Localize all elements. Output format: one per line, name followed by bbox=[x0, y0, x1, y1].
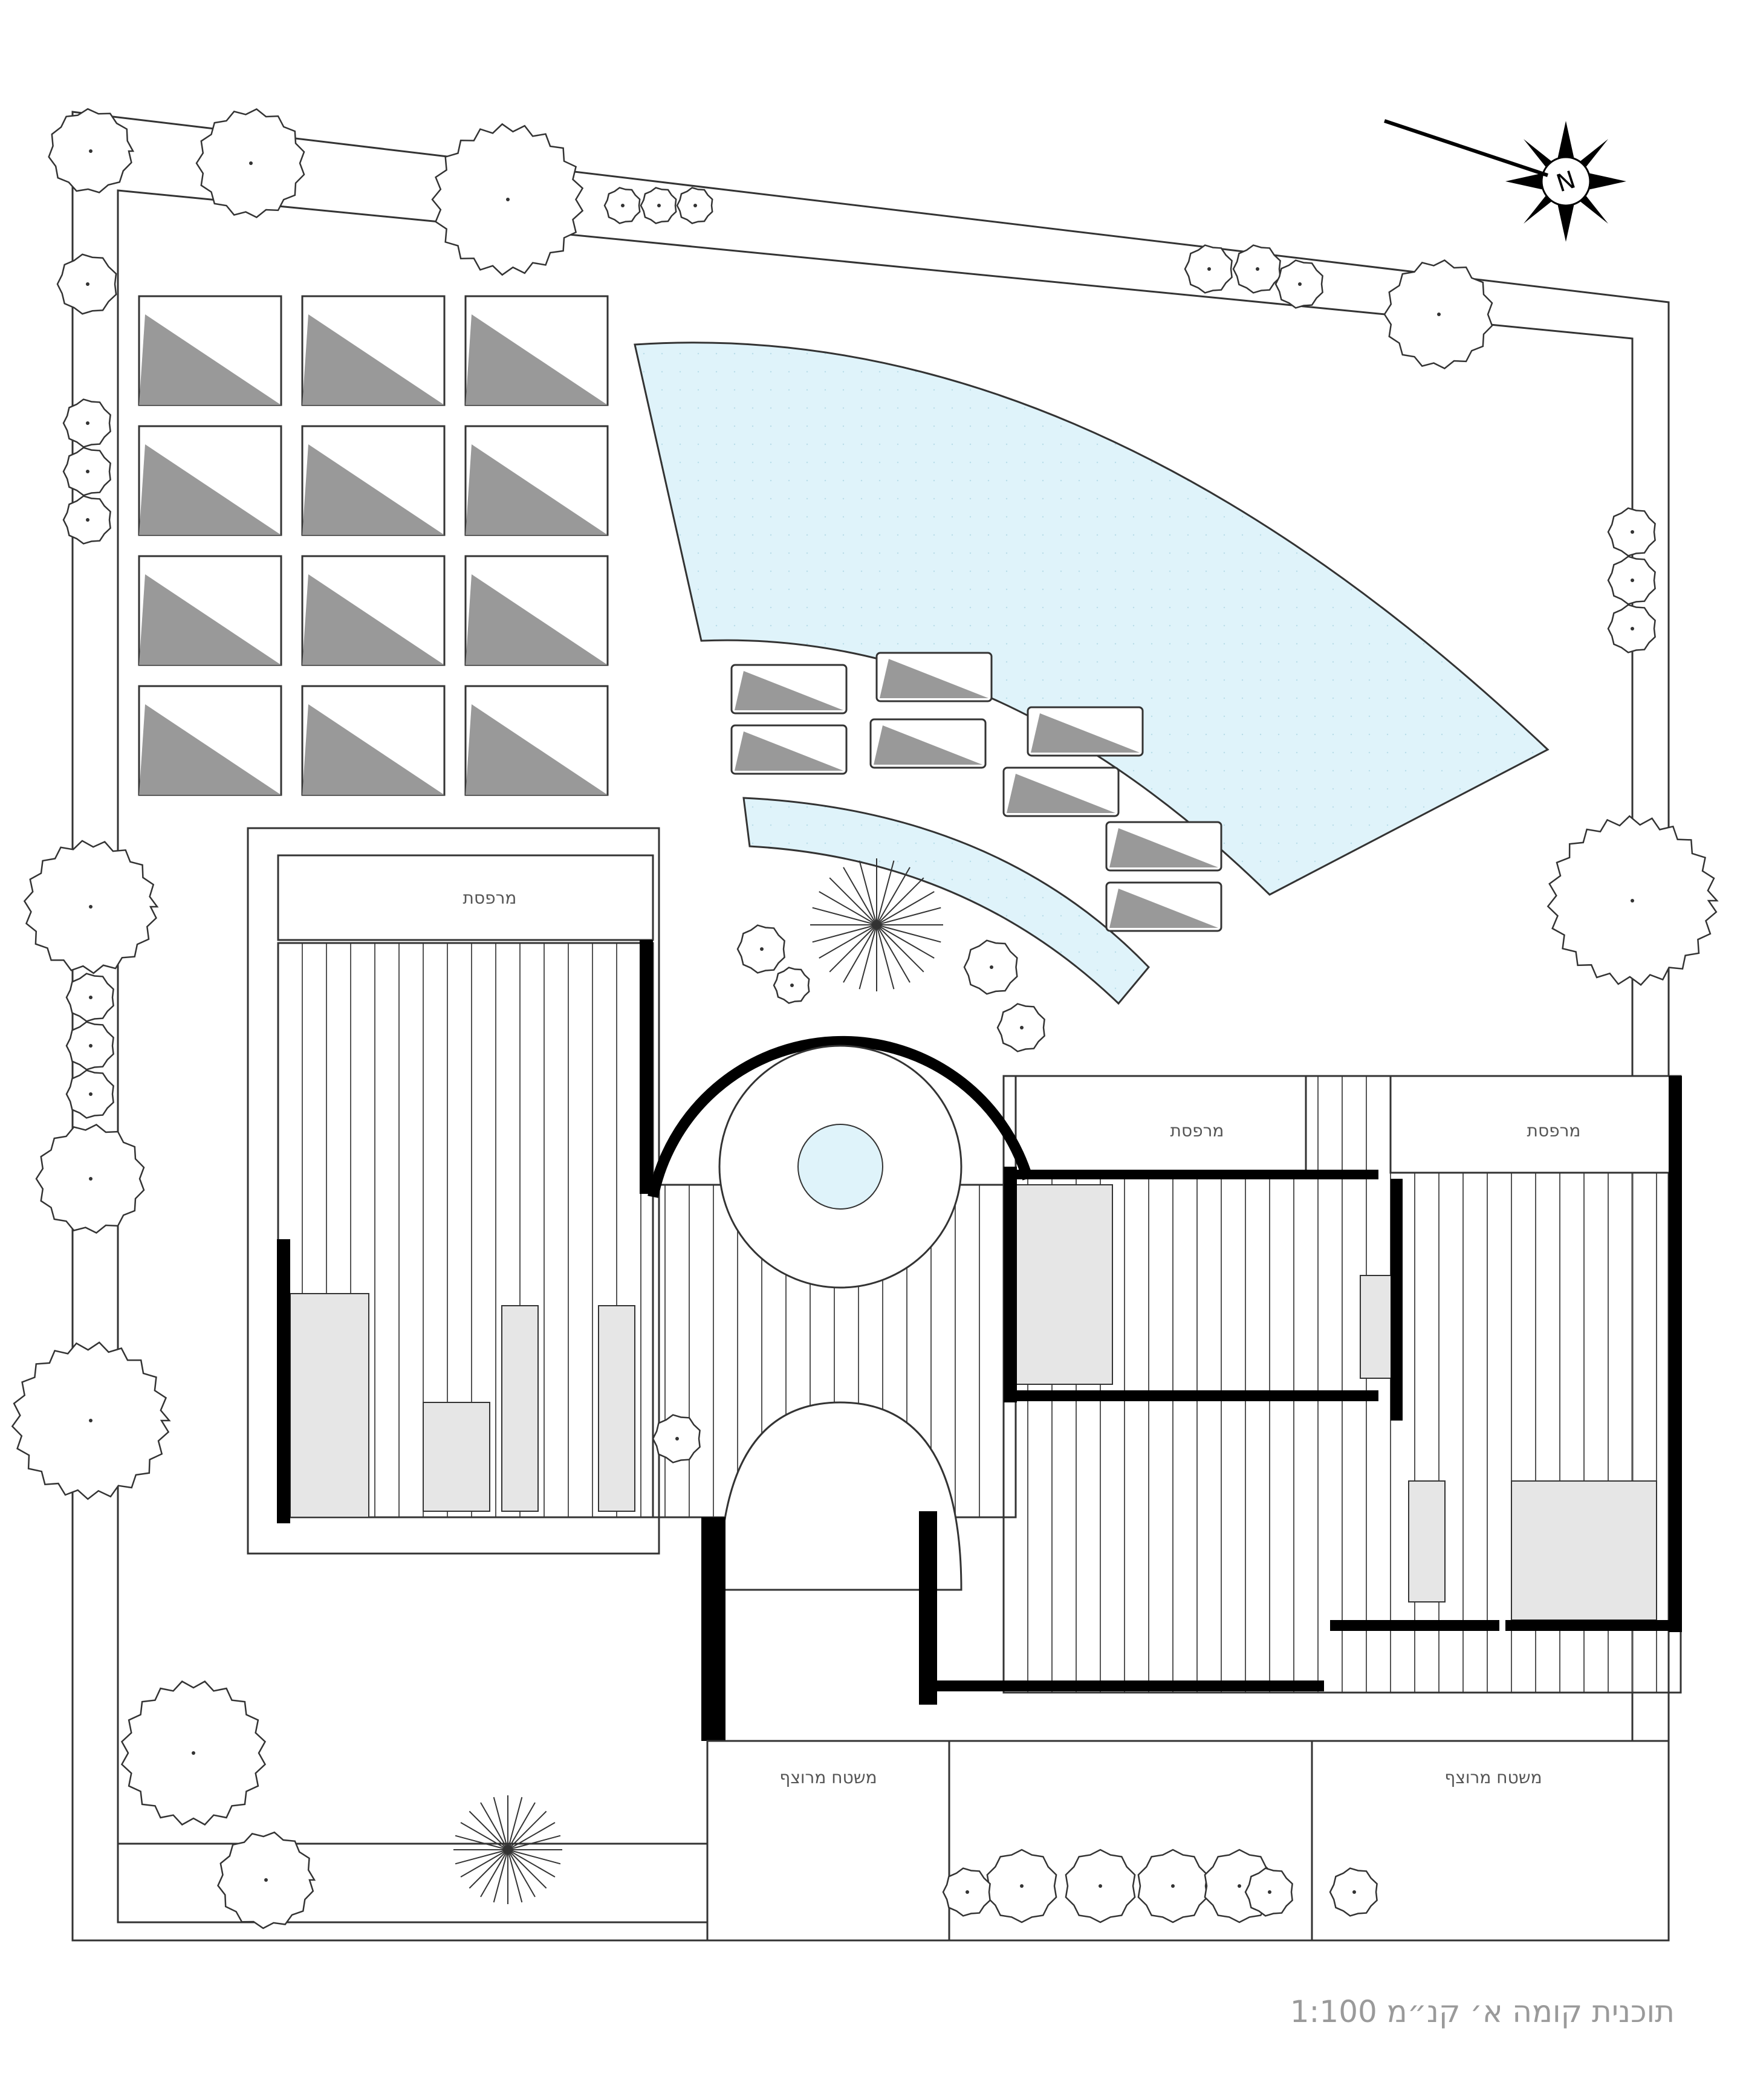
tree-icon bbox=[1137, 1849, 1209, 1923]
tree-icon bbox=[1607, 604, 1656, 653]
tree-icon bbox=[62, 447, 111, 496]
balcony-right-label: מרפסת bbox=[1527, 1121, 1581, 1141]
parking-bay bbox=[138, 425, 282, 536]
tree-icon bbox=[676, 187, 713, 224]
parking-grid bbox=[138, 295, 609, 796]
tree-icon bbox=[1244, 1867, 1293, 1917]
tree-icon bbox=[1383, 259, 1493, 369]
tree-icon bbox=[62, 398, 111, 448]
lounger bbox=[875, 652, 993, 702]
palm-icon bbox=[810, 858, 943, 991]
parking-bay bbox=[301, 295, 446, 406]
north-arrow-icon: N bbox=[1384, 119, 1626, 242]
tree-icon bbox=[1547, 815, 1719, 986]
parking-bay bbox=[301, 425, 446, 536]
lounger bbox=[1002, 766, 1120, 817]
tree-icon bbox=[23, 840, 159, 974]
tiled-area-left-label: משטח מרוצף bbox=[779, 1768, 877, 1787]
tree-icon bbox=[1274, 259, 1323, 309]
lounger bbox=[730, 724, 848, 775]
parking-bay bbox=[138, 555, 282, 666]
balcony-mid-label: מרפסת bbox=[1170, 1121, 1224, 1141]
parking-bay bbox=[464, 555, 609, 666]
palm-icon bbox=[453, 1795, 562, 1904]
lounger bbox=[730, 664, 848, 715]
pool-loungers bbox=[730, 652, 1222, 932]
garden-trees bbox=[11, 108, 1719, 1930]
tree-icon bbox=[56, 253, 117, 315]
house-outline bbox=[247, 827, 1682, 1694]
tree-icon bbox=[62, 495, 111, 545]
parking-bay bbox=[138, 685, 282, 796]
parking-bay bbox=[464, 295, 609, 406]
tree-icon bbox=[942, 1867, 991, 1917]
tree-icon bbox=[65, 973, 114, 1022]
lounger bbox=[869, 718, 987, 769]
parking-bay bbox=[301, 555, 446, 666]
tree-icon bbox=[1065, 1849, 1136, 1923]
parking-bay bbox=[301, 685, 446, 796]
tree-icon bbox=[1329, 1867, 1378, 1917]
tree-icon bbox=[603, 187, 641, 224]
tree-icon bbox=[65, 1069, 114, 1119]
lounger bbox=[1105, 821, 1222, 872]
tree-icon bbox=[120, 1680, 267, 1826]
tree-icon bbox=[48, 108, 135, 193]
tree-icon bbox=[652, 1414, 701, 1463]
tree-icon bbox=[736, 924, 785, 974]
tree-icon bbox=[65, 1021, 114, 1071]
tree-icon bbox=[996, 1003, 1045, 1052]
tree-icon bbox=[195, 108, 305, 218]
balcony-left-label: מרפסת bbox=[463, 888, 517, 908]
tree-icon bbox=[1184, 244, 1233, 294]
tree-icon bbox=[11, 1341, 171, 1500]
tree-icon bbox=[773, 967, 810, 1004]
parking-bay bbox=[464, 685, 609, 796]
parking-bay bbox=[464, 425, 609, 536]
wet-areas bbox=[290, 1184, 1657, 1621]
drawing-title: תוכנית קומה א׳ קנ״מ 1:100 bbox=[1290, 1994, 1675, 2029]
tree-icon bbox=[640, 187, 677, 224]
lounger bbox=[1027, 706, 1144, 757]
tree-icon bbox=[35, 1124, 145, 1234]
tree-icon bbox=[1232, 244, 1281, 294]
central-atrium bbox=[648, 1035, 1033, 1591]
tree-icon bbox=[1607, 507, 1656, 557]
walls bbox=[277, 940, 1682, 1741]
tiled-area-right-label: משטח מרוצף bbox=[1444, 1768, 1542, 1787]
tree-icon bbox=[431, 123, 584, 276]
tree-icon bbox=[963, 939, 1018, 995]
tree-icon bbox=[1607, 556, 1656, 605]
tree-icon bbox=[217, 1831, 316, 1930]
parking-bay bbox=[138, 295, 282, 406]
lounger bbox=[1105, 881, 1222, 932]
